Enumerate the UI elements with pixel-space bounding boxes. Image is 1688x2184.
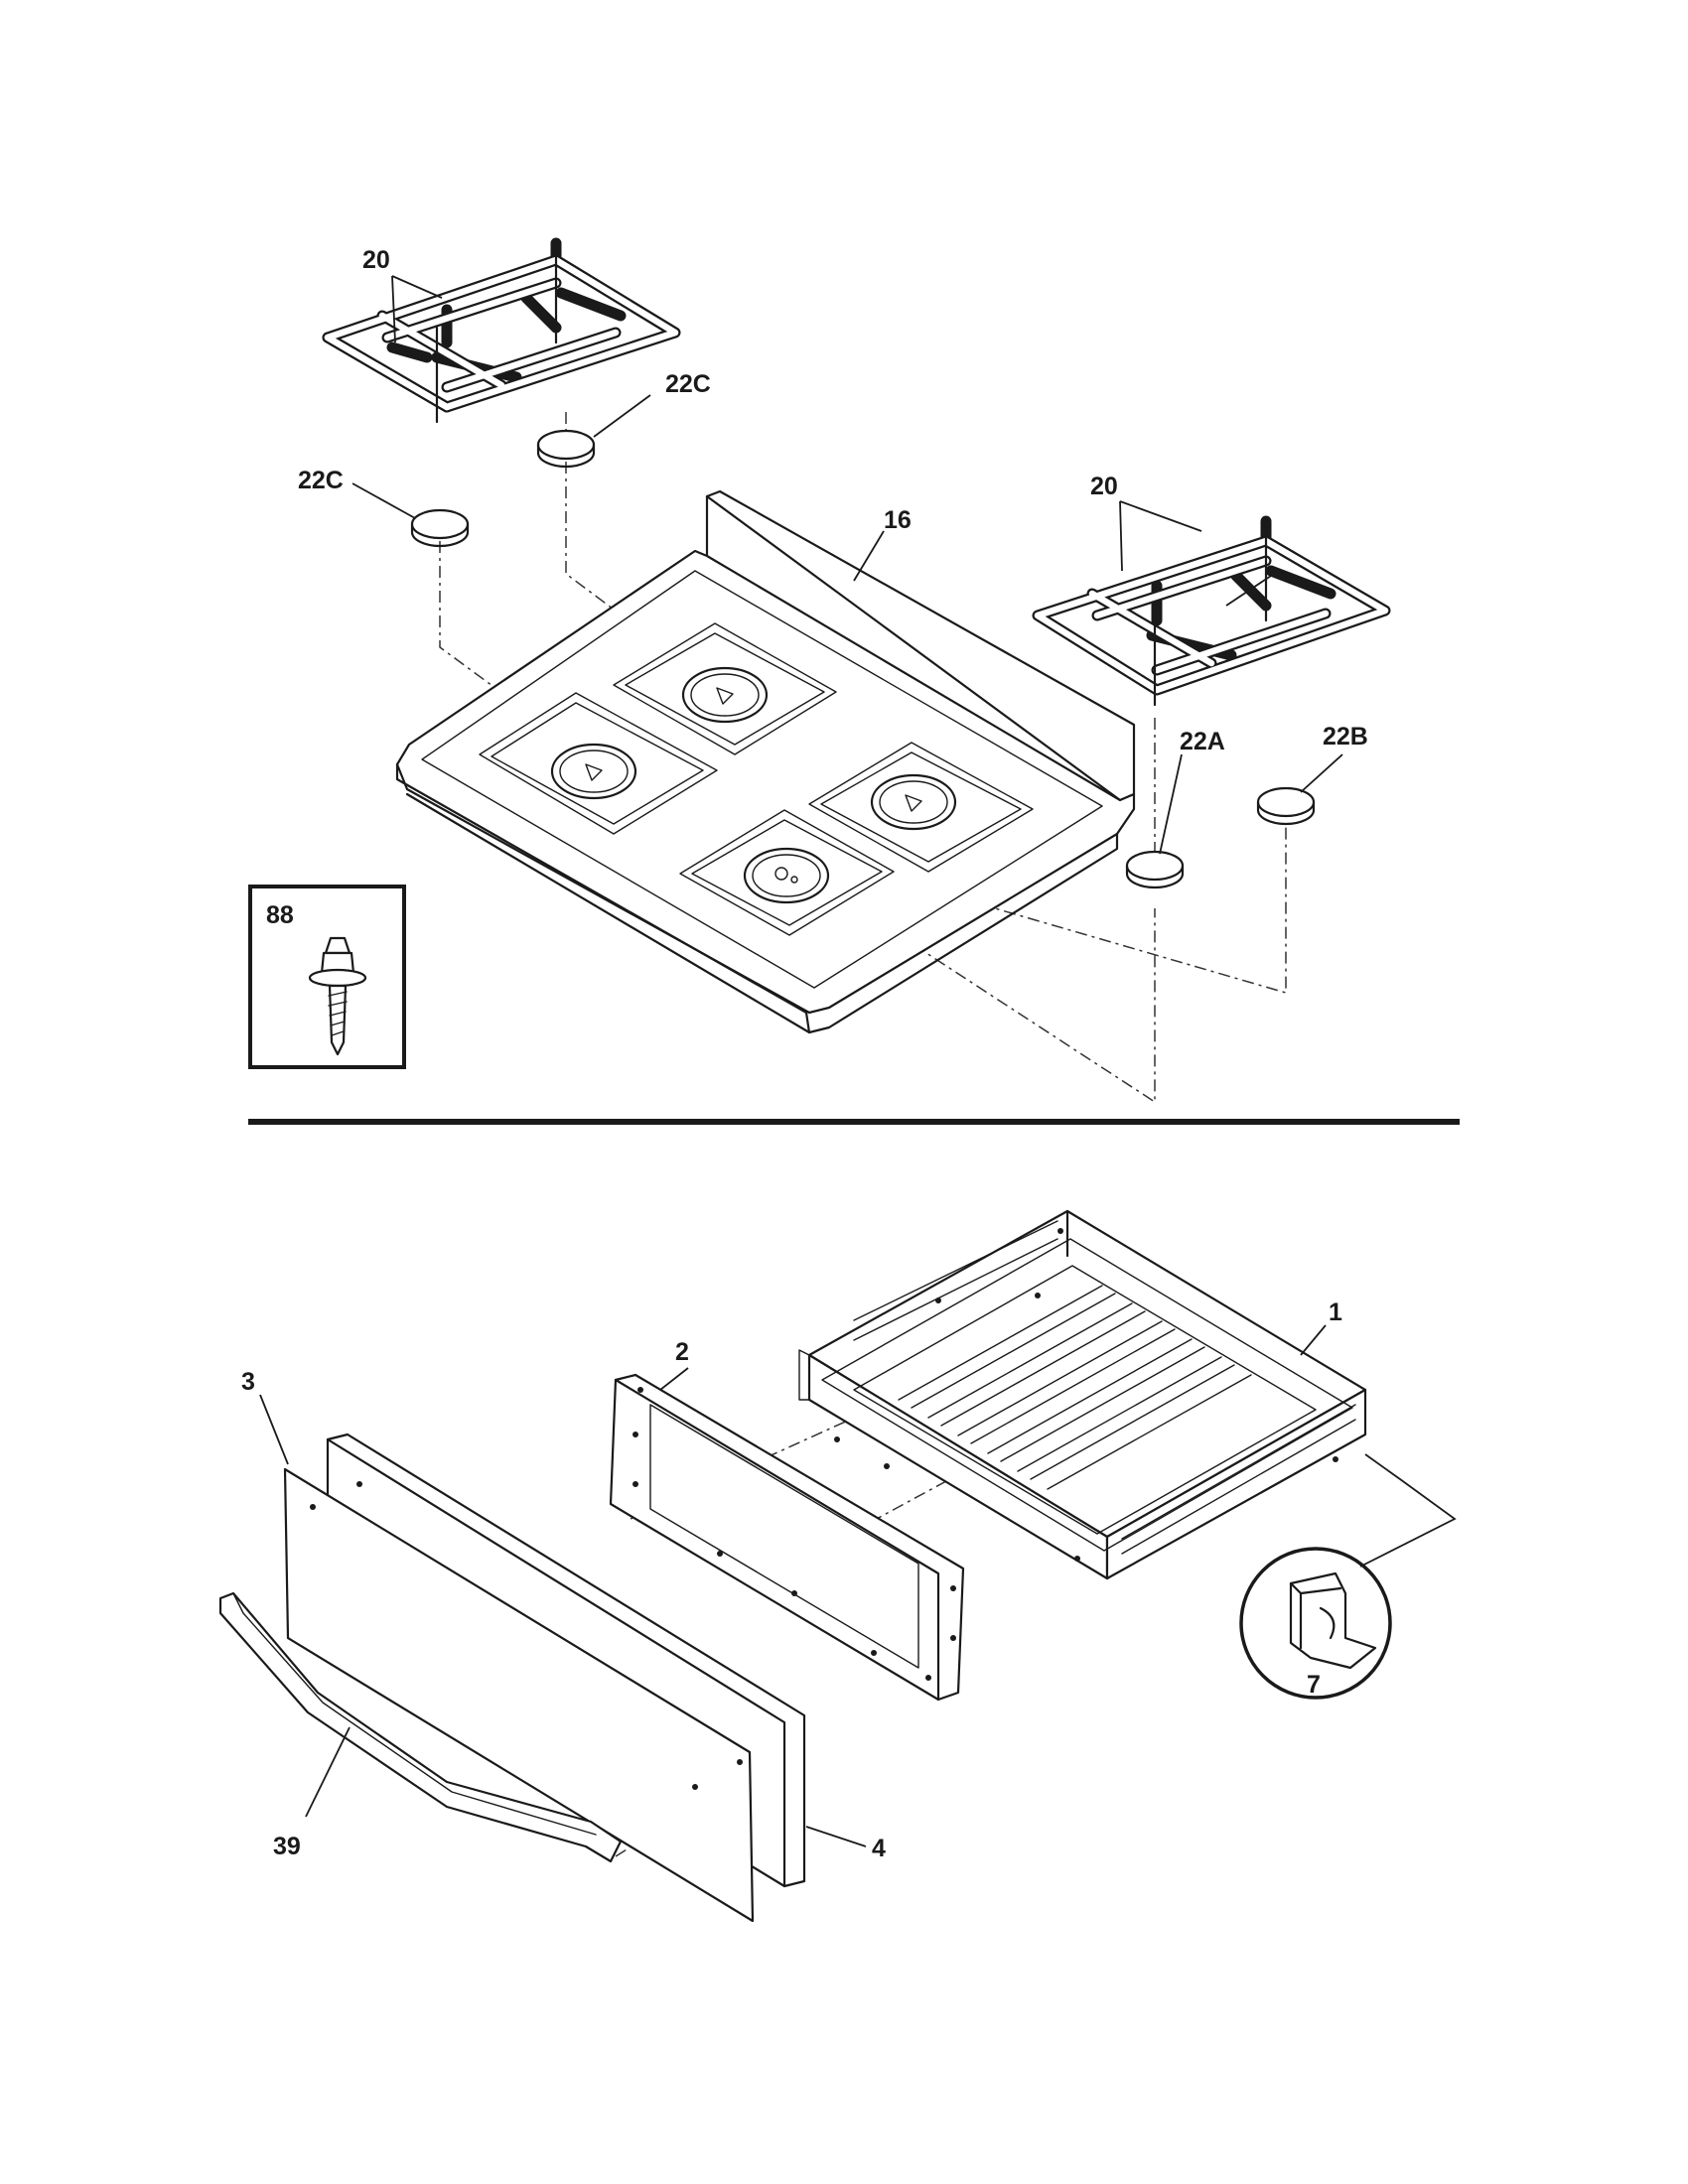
label-cap-22c-left: 22C bbox=[298, 467, 344, 494]
grate-pair-right bbox=[1032, 515, 1391, 707]
cap-22c-right bbox=[536, 429, 596, 469]
screw-icon bbox=[308, 936, 367, 1056]
burner-heads bbox=[550, 666, 957, 904]
label-cooktop: 16 bbox=[884, 506, 912, 534]
label-drawer-front-panel: 4 bbox=[872, 1835, 886, 1862]
drawer-body bbox=[798, 1209, 1367, 1580]
burner-caps bbox=[410, 429, 1316, 889]
cap-22a bbox=[1125, 850, 1185, 889]
grate-pair-left bbox=[322, 237, 681, 424]
clip-icon bbox=[1289, 1571, 1377, 1670]
screw-detail-box bbox=[248, 885, 406, 1069]
label-screw: 88 bbox=[266, 901, 294, 929]
label-drawer-body: 1 bbox=[1329, 1298, 1342, 1326]
callout-labels: 20 22C 22C 16 20 22A 22B 88 1 2 3 4 7 39 bbox=[241, 246, 1368, 1862]
label-grates-right: 20 bbox=[1090, 473, 1118, 500]
label-cap-22c-right: 22C bbox=[665, 370, 711, 398]
cap-22b bbox=[1256, 786, 1316, 826]
clip-detail bbox=[1239, 1453, 1457, 1700]
leader-lines-top bbox=[352, 275, 1343, 855]
label-cap-22b: 22B bbox=[1323, 723, 1368, 751]
label-grates-left: 20 bbox=[362, 246, 390, 274]
cooktop-main-top bbox=[395, 489, 1136, 1034]
leader-lines-bottom bbox=[259, 1324, 1327, 1847]
drawer-handle bbox=[218, 1591, 623, 1863]
label-drawer-front-inner: 3 bbox=[241, 1368, 255, 1396]
label-handle: 39 bbox=[273, 1833, 301, 1860]
label-drawer-liner: 2 bbox=[675, 1338, 689, 1366]
drawer-liner-frame bbox=[609, 1373, 965, 1702]
drawer-front-inner bbox=[283, 1467, 755, 1923]
label-cap-22a: 22A bbox=[1180, 728, 1225, 755]
label-clip: 7 bbox=[1307, 1671, 1321, 1699]
cap-22c-left bbox=[410, 508, 470, 548]
